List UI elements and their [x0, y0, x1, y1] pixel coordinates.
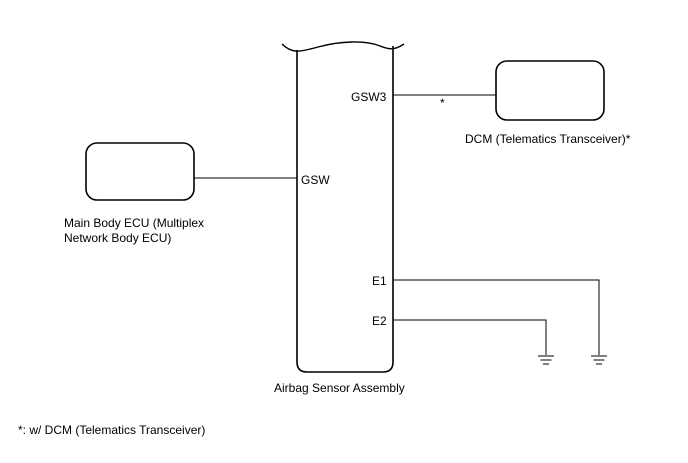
main-body-ecu-label-line1: Main Body ECU (Multiplex — [64, 216, 204, 230]
dcm-box — [495, 60, 605, 121]
terminal-gsw-label: GSW — [301, 173, 330, 187]
terminal-e2-label: E2 — [372, 314, 387, 328]
break-line — [281, 41, 405, 52]
main-body-ecu-box — [85, 142, 195, 201]
footnote: *: w/ DCM (Telematics Transceiver) — [18, 423, 205, 437]
airbag-sensor-body — [296, 46, 394, 373]
wire-e1-ground — [393, 279, 600, 355]
ground-symbol-e1 — [591, 355, 607, 365]
terminal-e1-label: E1 — [372, 274, 387, 288]
airbag-sensor-label: Airbag Sensor Assembly — [274, 381, 405, 395]
main-body-ecu-label-line2: Network Body ECU) — [64, 231, 171, 245]
terminal-gsw3-label: GSW3 — [351, 90, 387, 104]
dcm-label: DCM (Telematics Transceiver)* — [465, 132, 631, 146]
airbag-sensor-assembly — [281, 41, 405, 373]
wire-e2-ground — [393, 319, 547, 355]
wire-marker: * — [440, 96, 445, 110]
ground-symbol-e2 — [538, 355, 554, 365]
